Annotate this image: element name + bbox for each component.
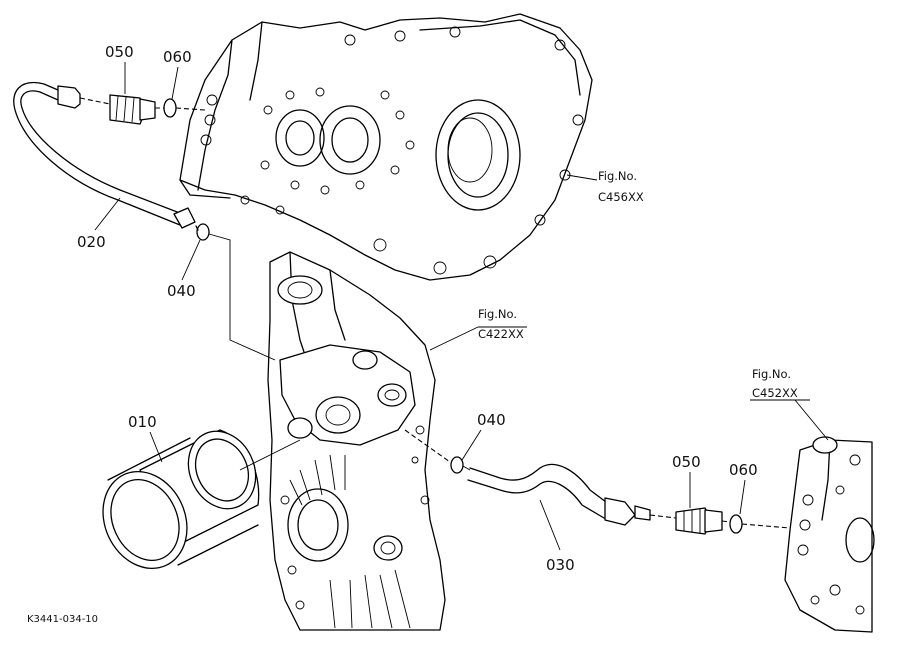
gear-case-cover-upper (179, 13, 593, 281)
oil-pipe-020 (13, 82, 196, 229)
part-number-060-upper: 060 (163, 48, 192, 66)
drawing-code: K3441-034-10 (27, 614, 98, 625)
o-ring-060-upper (163, 98, 177, 118)
oil-pipe-030 (467, 463, 651, 526)
gear-case-right (784, 436, 875, 633)
fitting-050-lower (675, 507, 723, 535)
figure-references: Fig.No. C456XX Fig.No. C422XX Fig.No. C4… (478, 169, 798, 400)
fig-ref-452-label: Fig.No. (752, 367, 791, 381)
part-number-040-upper: 040 (167, 282, 196, 300)
fitting-050-upper (109, 94, 156, 125)
part-number-020: 020 (77, 233, 106, 251)
o-ring-040-upper (196, 223, 210, 241)
part-labels: 050 060 020 040 010 040 030 050 060 (77, 43, 758, 574)
fig-ref-422-label: Fig.No. (478, 307, 517, 321)
o-ring-040-lower (450, 456, 464, 474)
oil-filter (102, 429, 260, 570)
fig-ref-452-code: C452XX (752, 386, 798, 400)
part-number-050-upper: 050 (105, 43, 134, 61)
fig-ref-456-label: Fig.No. (598, 169, 637, 183)
assembly-lines (79, 97, 791, 529)
part-number-010: 010 (128, 413, 157, 431)
part-number-030: 030 (546, 556, 575, 574)
part-number-050-lower: 050 (672, 453, 701, 471)
gear-case-center (267, 251, 446, 631)
o-ring-060-lower (729, 514, 743, 534)
part-number-040-lower: 040 (477, 411, 506, 429)
part-number-060-lower: 060 (729, 461, 758, 479)
fig-ref-422-code: C422XX (478, 327, 524, 341)
fig-ref-456-code: C456XX (598, 190, 644, 204)
leader-lines (94, 62, 829, 551)
